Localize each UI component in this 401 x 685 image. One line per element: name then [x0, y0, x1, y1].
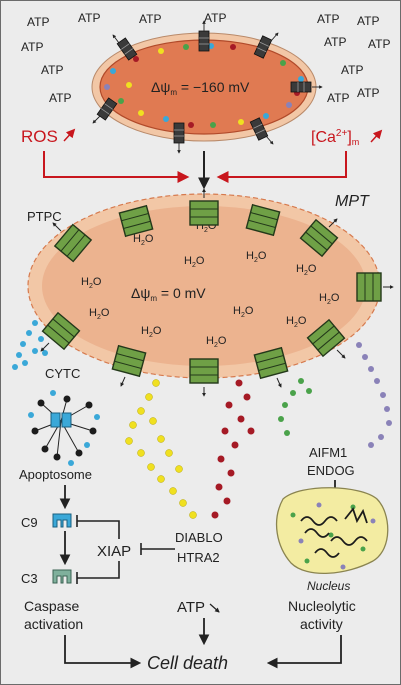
- aifm1-release-dots: [278, 378, 312, 436]
- atp-depletion-label: ATP: [177, 599, 205, 616]
- atp-label: ATP: [357, 86, 379, 100]
- svg-text:H2O: H2O: [133, 233, 154, 247]
- svg-text:H2O: H2O: [233, 305, 254, 319]
- ptpc-label: PTPC: [27, 209, 62, 224]
- apoptosome-complex: [28, 390, 100, 466]
- atp-label: ATP: [27, 15, 49, 29]
- xiap-inhibition: [76, 515, 175, 584]
- nucleolytic-line1: Nucleolytic: [288, 598, 356, 614]
- htra2-label: HTRA2: [177, 550, 220, 565]
- calcium-subscript: m: [352, 137, 360, 147]
- aifm1-label: AIFM1: [309, 445, 347, 460]
- membrane-potential-value: = 0 mV: [157, 285, 206, 301]
- pore-arrows: [40, 188, 394, 397]
- ros-label: ROS: [21, 127, 58, 146]
- atp-label: ATP: [317, 12, 339, 26]
- depolarized-mitochondrion: MPT PTPC Δψm = 0 mV H2O H2O H2O H2O H2O …: [27, 188, 394, 397]
- svg-text:Δψm = −160 mV: Δψm = −160 mV: [151, 79, 250, 97]
- atp-label: ATP: [341, 63, 363, 77]
- apoptosome-label: Apoptosome: [19, 467, 92, 482]
- svg-text:H2O: H2O: [319, 292, 340, 306]
- cell-death-label: Cell death: [147, 653, 228, 673]
- cytc-release-dots: [12, 320, 48, 370]
- caspase-activation-line1: Caspase: [24, 598, 79, 614]
- atp-cloud: ATP ATP ATP ATP ATP ATP ATP ATP ATP ATP …: [21, 11, 390, 105]
- atp-label: ATP: [41, 63, 63, 77]
- diablo-release-dots: [125, 379, 197, 519]
- svg-text:H2O: H2O: [286, 315, 307, 329]
- c9-label: C9: [21, 515, 38, 530]
- polarized-mitochondrion: Δψm = −160 mV: [91, 20, 323, 154]
- calcium-trigger: [Ca2+]m: [311, 128, 383, 147]
- svg-text:H2O: H2O: [81, 276, 102, 290]
- nucleus-label: Nucleus: [307, 579, 350, 593]
- atp-label: ATP: [21, 40, 43, 54]
- svg-text:H2O: H2O: [141, 325, 162, 339]
- c3-label: C3: [21, 571, 38, 586]
- potential-subscript: m: [170, 88, 177, 97]
- htra2-release-dots: [211, 379, 255, 519]
- caspase-activation-line2: activation: [24, 616, 83, 632]
- nucleolytic-line2: activity: [300, 616, 343, 632]
- svg-text:H2O: H2O: [89, 307, 110, 321]
- membrane-potential-symbol: Δψ: [151, 79, 170, 95]
- atp-label: ATP: [49, 91, 71, 105]
- efflux-arrows: [92, 20, 323, 154]
- trigger-arrows: [43, 151, 347, 183]
- membrane-potential-value: = −160 mV: [177, 79, 250, 95]
- atp-label: ATP: [324, 35, 346, 49]
- water-labels: H2O H2O H2O H2O H2O H2O H2O H2O H2O H2O …: [81, 220, 340, 349]
- calcium-bracket-open: [Ca: [311, 129, 336, 146]
- ros-trigger: ROS: [21, 127, 76, 146]
- cytc-label: CYTC: [45, 366, 80, 381]
- svg-text:Δψm = 0 mV: Δψm = 0 mV: [131, 285, 206, 303]
- mpt-label: MPT: [335, 193, 370, 210]
- svg-text:H2O: H2O: [246, 250, 267, 264]
- chromatin: [300, 507, 368, 558]
- svg-text:[Ca2+]m: [Ca2+]m: [311, 128, 359, 147]
- svg-text:H2O: H2O: [184, 255, 205, 269]
- nucleus: [275, 487, 389, 574]
- atp-label: ATP: [204, 11, 226, 25]
- atp-label: ATP: [139, 12, 161, 26]
- diablo-label: DIABLO: [175, 530, 223, 545]
- atp-down-arrow: [209, 603, 220, 613]
- membrane-potential-symbol: Δψ: [131, 285, 150, 301]
- atp-label: ATP: [78, 11, 100, 25]
- caspase-3: C3: [21, 569, 72, 586]
- endog-label: ENDOG: [307, 463, 355, 478]
- cell-death-arrows: [64, 618, 342, 669]
- atp-label: ATP: [368, 37, 390, 51]
- endog-release-dots: [356, 342, 392, 448]
- calcium-superscript: 2+: [336, 128, 348, 139]
- xiap-label: XIAP: [97, 543, 131, 560]
- atp-label: ATP: [327, 91, 349, 105]
- svg-text:H2O: H2O: [206, 335, 227, 349]
- atp-label: ATP: [357, 14, 379, 28]
- potential-subscript: m: [150, 294, 157, 303]
- calcium-bracket-close: ]: [347, 129, 351, 146]
- svg-text:H2O: H2O: [196, 220, 217, 234]
- svg-text:H2O: H2O: [296, 263, 317, 277]
- caspase-9: C9: [21, 513, 72, 530]
